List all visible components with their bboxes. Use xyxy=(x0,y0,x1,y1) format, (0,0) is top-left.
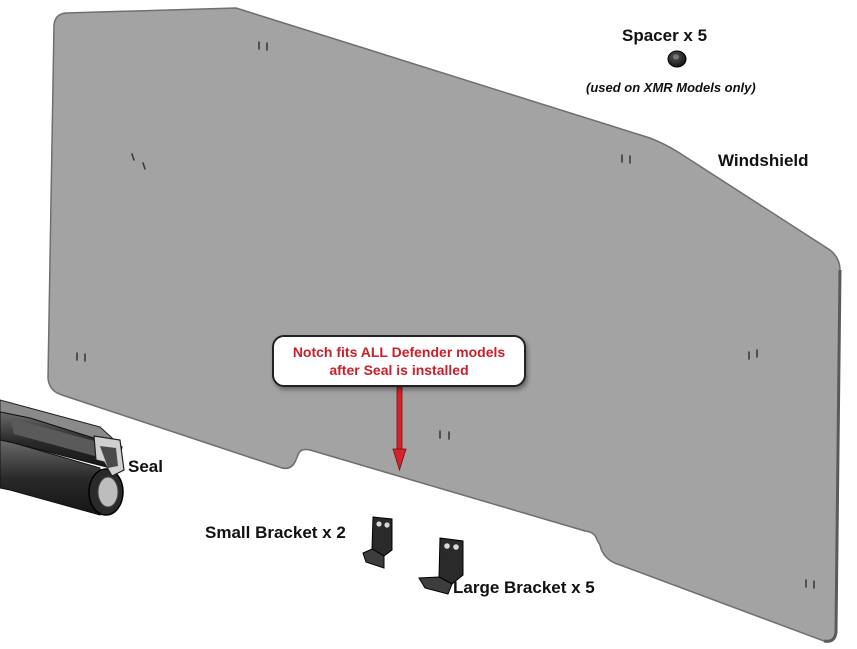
mounting-hole xyxy=(621,154,631,164)
callout-arrow xyxy=(392,386,407,472)
seal-label: Seal xyxy=(128,457,163,476)
windshield-edge-shadow xyxy=(823,269,842,643)
mounting-hole xyxy=(439,430,450,440)
large-bracket-part xyxy=(418,537,464,595)
mounting-hole xyxy=(258,41,268,51)
callout-line-2: after Seal is installed xyxy=(329,362,469,378)
windshield-shape xyxy=(47,7,841,643)
spacer-note-label: (used on XMR Models only) xyxy=(586,80,756,95)
large-bracket-label: Large Bracket x 5 xyxy=(453,578,595,597)
mounting-hole xyxy=(76,352,86,362)
mounting-hole xyxy=(748,349,758,360)
windshield-panel xyxy=(47,7,842,643)
mounting-holes xyxy=(76,41,815,589)
small-bracket-part xyxy=(362,516,393,569)
mounting-hole xyxy=(805,579,815,589)
notch-callout: Notch fits ALL Defender models after Sea… xyxy=(272,335,526,387)
spacer-label: Spacer x 5 xyxy=(622,26,708,45)
small-bracket-label: Small Bracket x 2 xyxy=(205,523,346,542)
callout-line-1: Notch fits ALL Defender models xyxy=(292,344,506,360)
spacer-part xyxy=(667,50,687,68)
windshield-label: Windshield xyxy=(718,151,809,170)
mounting-hole xyxy=(131,153,146,170)
seal-part xyxy=(0,399,125,516)
